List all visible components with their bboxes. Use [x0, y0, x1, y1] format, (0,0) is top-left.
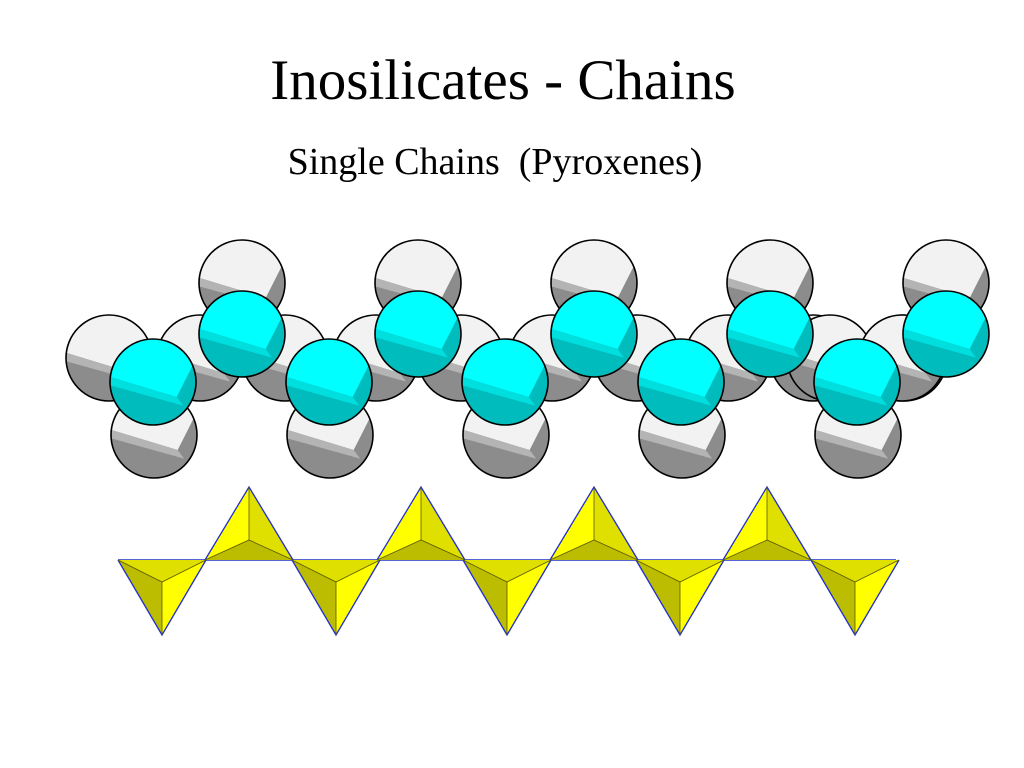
silicon-atom-upper-1 — [374, 290, 462, 378]
slide-title: Inosilicates - Chains — [270, 49, 736, 112]
tetrahedron-down-2 — [462, 559, 552, 637]
tetrahedron-up-0 — [204, 485, 294, 561]
silicon-atom-upper-4 — [902, 290, 990, 378]
silicon-atom-upper-0 — [198, 290, 286, 378]
slide-subtitle: Single Chains (Pyroxenes) — [287, 141, 703, 183]
polyhedral-model-chain — [117, 485, 900, 637]
silicon-atom-lower-2 — [461, 338, 549, 426]
tetrahedron-down-4 — [810, 559, 900, 637]
tetrahedron-up-1 — [376, 485, 466, 561]
silicon-atom-lower-1 — [285, 338, 373, 426]
silicon-atom-lower-0 — [109, 338, 197, 426]
silicon-atom-lower-4 — [813, 338, 901, 426]
tetrahedron-down-1 — [291, 559, 381, 637]
ball-model-chain — [65, 239, 990, 479]
silicon-atom-upper-2 — [550, 290, 638, 378]
tetrahedron-down-3 — [635, 559, 725, 637]
silicon-atom-upper-3 — [726, 290, 814, 378]
tetrahedron-down-0 — [117, 559, 207, 637]
tetrahedron-up-2 — [549, 485, 639, 561]
tetrahedron-up-3 — [722, 485, 812, 561]
silicon-atom-lower-3 — [637, 338, 725, 426]
